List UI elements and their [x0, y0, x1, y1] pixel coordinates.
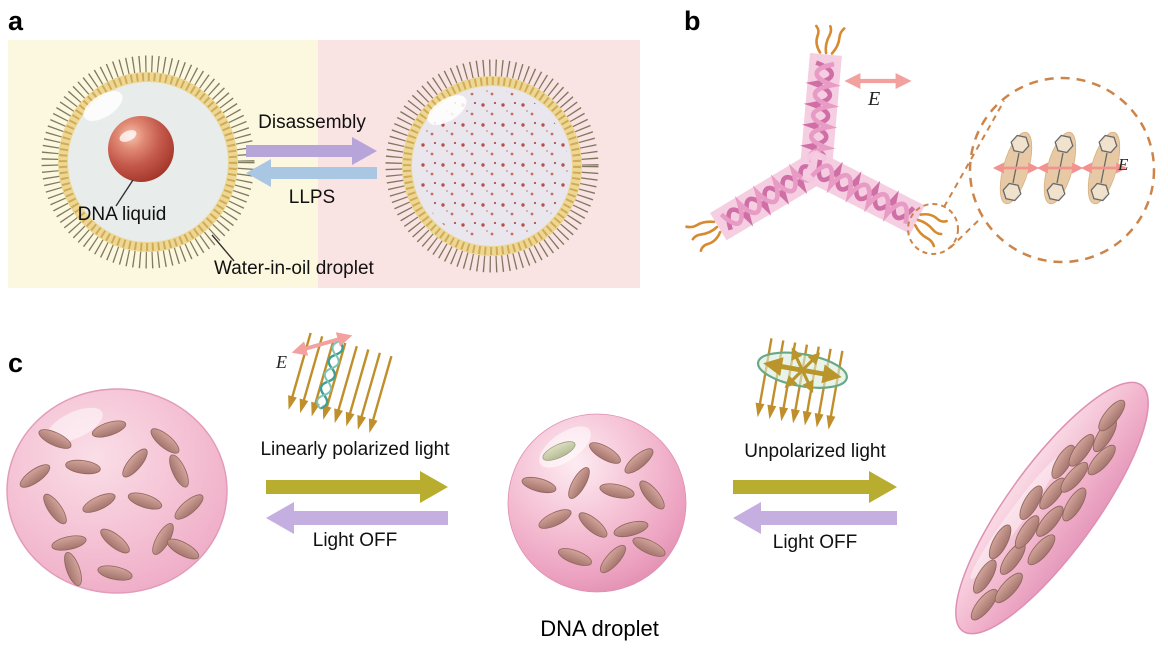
zoom-connector-line	[943, 100, 1005, 208]
panel-c-label: c	[8, 348, 24, 378]
zoom-source-circle	[907, 203, 959, 255]
panel-a-label: a	[8, 6, 24, 36]
dna-droplet-sphere	[507, 413, 687, 593]
panel-a	[8, 40, 640, 288]
droplet-highlight	[47, 407, 103, 443]
llps-arrow-icon	[246, 159, 377, 187]
unpolarized-light-label: Unpolarized light	[744, 441, 886, 462]
azobenzene-inset	[968, 76, 1156, 264]
dna-droplet-prolate	[955, 381, 1149, 635]
dna-liquid-sphere	[108, 116, 174, 182]
disassembly-arrow-icon	[246, 137, 377, 165]
unpolarized-light-icon	[751, 336, 849, 432]
disassembly-label: Disassembly	[258, 112, 366, 133]
light-on-arrow-right	[733, 471, 897, 503]
panel-c	[6, 326, 1149, 635]
azobenzene-molecule	[1079, 131, 1129, 205]
inset-dashed-circle	[968, 76, 1156, 264]
dispersed-dna-dots	[416, 90, 568, 242]
light-off-arrow-right	[733, 502, 897, 534]
azobenzene-molecules	[991, 131, 1129, 205]
dna-liquid-pointer-line	[115, 179, 134, 207]
e-field-label: E	[868, 88, 881, 110]
y-shaped-dna-nanostructure	[684, 23, 949, 253]
sphere-highlight	[119, 130, 137, 142]
llps-label: LLPS	[288, 187, 336, 208]
light-wave	[319, 340, 344, 410]
linearly-polarized-light-label: Linearly polarized light	[260, 439, 450, 460]
droplet-highlight	[83, 91, 123, 121]
water-in-oil-droplet-dispersed	[394, 68, 590, 264]
water-in-oil-droplet-label: Water-in-oil droplet	[214, 258, 374, 279]
water-in-oil-droplet-condensed	[50, 64, 246, 261]
zoom-connector-line	[949, 216, 983, 249]
azobenzene-molecule	[991, 131, 1041, 205]
sticky-end-icon	[812, 23, 846, 56]
light-wave	[316, 340, 340, 410]
droplet-highlight	[427, 95, 467, 125]
light-off-arrow-left	[266, 502, 448, 534]
dna-liquid-label: DNA liquid	[77, 204, 167, 225]
light-on-arrow-left	[266, 471, 448, 503]
e-field-arrow-icon	[844, 73, 911, 89]
panel-b-label: b	[684, 6, 701, 36]
dna-droplet-oblate	[6, 388, 228, 594]
linearly-polarized-light-icon	[283, 330, 397, 436]
dna-droplet-caption: DNA droplet	[540, 616, 659, 641]
dna-arm	[802, 150, 925, 234]
polarized-e-field-label: E	[276, 352, 287, 372]
light-off-right-label: Light OFF	[772, 532, 858, 553]
shell-pointer-line	[211, 234, 235, 262]
azobenzene-molecule	[1035, 131, 1085, 205]
light-off-left-label: Light OFF	[312, 530, 398, 551]
inset-e-field-label: E	[1118, 155, 1129, 174]
panel-b	[684, 23, 1156, 264]
